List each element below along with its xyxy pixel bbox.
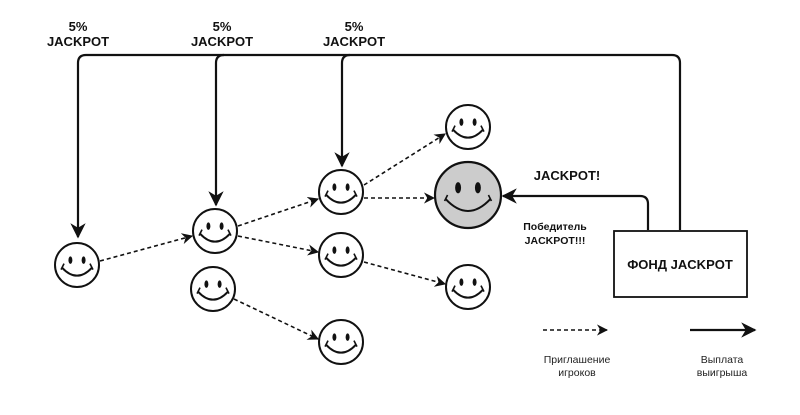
legend-invite-line1: Приглашение bbox=[544, 354, 611, 366]
smiley-dimple bbox=[196, 287, 201, 294]
fund-box: ФОНД JACKPOT bbox=[613, 230, 748, 298]
winner-caption-line1: Победитель bbox=[523, 221, 587, 233]
smiley-dimple bbox=[324, 190, 329, 197]
smiley-dimple bbox=[353, 340, 358, 347]
smiley-face bbox=[445, 104, 491, 150]
smiley-face bbox=[318, 319, 364, 365]
player-smiley bbox=[54, 242, 100, 288]
smiley-mouth bbox=[452, 288, 484, 299]
smiley-eye bbox=[345, 246, 350, 254]
smiley-dimple bbox=[89, 263, 94, 270]
invite-p3-p6 bbox=[233, 298, 320, 340]
smiley-eye bbox=[332, 333, 337, 341]
invite-p2-p4 bbox=[237, 196, 320, 227]
invite-p1-p2 bbox=[99, 233, 194, 262]
smiley-mouth bbox=[452, 128, 484, 139]
smiley-face bbox=[318, 232, 364, 278]
smiley-face bbox=[318, 169, 364, 215]
smiley-dimple bbox=[225, 287, 230, 294]
legend: Приглашение игроков Выплата выигрыша bbox=[543, 322, 757, 379]
payout-line-top bbox=[70, 53, 682, 239]
smiley-eye bbox=[217, 280, 222, 288]
smiley-dimple bbox=[324, 253, 329, 260]
player-smiley bbox=[318, 169, 364, 215]
smiley-dimple bbox=[487, 194, 493, 202]
winner-caption-line2: JACKPOT!!! bbox=[525, 235, 586, 247]
payout-line-winner bbox=[501, 188, 650, 230]
smiley-mouth bbox=[444, 198, 492, 212]
smiley-eye bbox=[204, 280, 209, 288]
smiley-eye bbox=[345, 333, 350, 341]
fund-box-label: ФОНД JACKPOT bbox=[627, 257, 733, 272]
smiley-dimple bbox=[443, 194, 449, 202]
winner-smiley bbox=[433, 160, 503, 230]
smiley-dimple bbox=[480, 125, 485, 132]
smiley-dimple bbox=[480, 285, 485, 292]
smiley-eye bbox=[68, 256, 73, 264]
smiley-eye bbox=[219, 222, 224, 230]
smiley-dimple bbox=[353, 253, 358, 260]
smiley-eye bbox=[472, 118, 477, 126]
legend-payout-line1: Выплата bbox=[701, 354, 744, 366]
smiley-dimple bbox=[227, 229, 232, 236]
smiley-face bbox=[192, 208, 238, 254]
smiley-dimple bbox=[353, 190, 358, 197]
invite-p2-p5 bbox=[237, 235, 320, 256]
payout-line-branch-3 bbox=[334, 53, 351, 168]
invite-p4-p7 bbox=[363, 133, 446, 186]
legend-invite-line2: игроков bbox=[558, 367, 596, 379]
smiley-mouth bbox=[325, 256, 357, 267]
legend-payout-line2: выигрыша bbox=[697, 367, 748, 379]
smiley-dimple bbox=[324, 340, 329, 347]
invitation-lines bbox=[99, 133, 447, 340]
smiley-dimple bbox=[451, 285, 456, 292]
smiley-dimple bbox=[451, 125, 456, 132]
jackpot-text: JACKPOT bbox=[323, 34, 385, 49]
smiley-face bbox=[433, 160, 503, 230]
smiley-eye bbox=[455, 182, 462, 194]
jackpot-pct: 5% bbox=[213, 19, 232, 34]
jackpot-label-1: 5% JACKPOT bbox=[47, 19, 109, 49]
payout-line-branch-2 bbox=[208, 53, 225, 207]
smiley-mouth bbox=[61, 266, 93, 277]
player-smiley bbox=[318, 232, 364, 278]
jackpot-label-2: 5% JACKPOT bbox=[191, 19, 253, 49]
smiley-dimple bbox=[60, 263, 65, 270]
player-smiley bbox=[445, 104, 491, 150]
smiley-eye bbox=[206, 222, 211, 230]
smiley-eye bbox=[459, 118, 464, 126]
invite-p5-p9 bbox=[363, 261, 447, 287]
smiley-face bbox=[54, 242, 100, 288]
smiley-mouth bbox=[199, 232, 231, 243]
smiley-eye bbox=[332, 246, 337, 254]
smiley-dimple bbox=[198, 229, 203, 236]
jackpot-pct: 5% bbox=[69, 19, 88, 34]
payout-lines bbox=[70, 53, 682, 239]
smiley-mouth bbox=[325, 343, 357, 354]
smiley-eye bbox=[345, 183, 350, 191]
jackpot-pct: 5% bbox=[345, 19, 364, 34]
player-smiley bbox=[318, 319, 364, 365]
jackpot-label-3: 5% JACKPOT bbox=[323, 19, 385, 49]
smiley-mouth bbox=[197, 290, 229, 301]
player-smiley bbox=[192, 208, 238, 254]
smiley-eye bbox=[332, 183, 337, 191]
jackpot-text: JACKPOT bbox=[191, 34, 253, 49]
players bbox=[54, 104, 503, 365]
smiley-face bbox=[190, 266, 236, 312]
smiley-eye bbox=[459, 278, 464, 286]
smiley-mouth bbox=[325, 193, 357, 204]
player-smiley bbox=[190, 266, 236, 312]
smiley-eye bbox=[472, 278, 477, 286]
player-smiley bbox=[445, 264, 491, 310]
smiley-eye bbox=[81, 256, 86, 264]
winner-arrow-label: JACKPOT! bbox=[534, 168, 600, 183]
smiley-face bbox=[445, 264, 491, 310]
smiley-eye bbox=[474, 182, 481, 194]
jackpot-text: JACKPOT bbox=[47, 34, 109, 49]
